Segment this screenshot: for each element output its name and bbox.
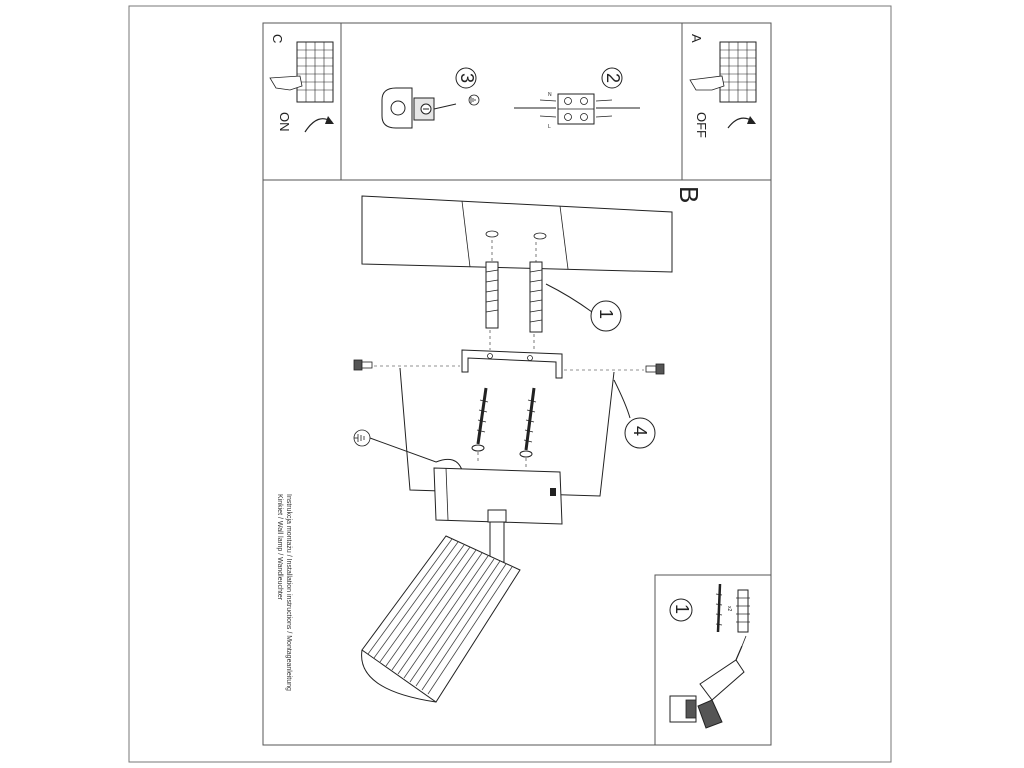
panel-c-state: ON xyxy=(277,112,292,132)
ground-lug-icon xyxy=(381,87,435,129)
hand-icon xyxy=(689,75,725,91)
mounting-bracket xyxy=(461,349,563,379)
step-anchors-number: 1 xyxy=(596,309,616,319)
breaker-box-icon xyxy=(719,41,757,103)
page-frame xyxy=(128,5,892,763)
panel-b-letter: B xyxy=(674,186,704,203)
panel-a: A OFF xyxy=(681,22,772,181)
lamp-arm xyxy=(487,509,507,563)
panel-a-letter: A xyxy=(689,34,704,43)
parts-quantity: x2 xyxy=(726,606,732,612)
drill-icon xyxy=(669,635,747,729)
ground-symbol-icon xyxy=(468,94,480,106)
terminal-neutral-label: N xyxy=(548,92,552,98)
screw-icon xyxy=(353,359,373,371)
step-ground-number: 3 xyxy=(457,73,477,83)
wall-plug-icon xyxy=(485,261,499,329)
ground-symbol-icon xyxy=(353,429,371,447)
screw-icon xyxy=(645,363,665,375)
step-parts-number: 1 xyxy=(672,604,692,614)
hand-icon xyxy=(269,75,303,91)
caption-line-2: Kinkiet / Wall lamp / Wandleuchter xyxy=(276,494,283,601)
step-wiring-number: 2 xyxy=(603,73,623,83)
terminal-live-label: L xyxy=(548,124,551,130)
wall-slab xyxy=(361,195,673,273)
step-ground: 3 xyxy=(381,67,480,129)
wall-plug-icon xyxy=(529,261,543,333)
panel-c-letter: C xyxy=(270,34,285,43)
lamp-shade xyxy=(361,535,521,703)
terminal-block-icon xyxy=(514,93,640,125)
long-screw-icon xyxy=(471,387,489,452)
panel-a-state: OFF xyxy=(694,112,709,138)
step-mounting-number: 4 xyxy=(630,426,650,436)
lamp-base xyxy=(433,467,563,525)
breaker-box-icon xyxy=(296,41,334,103)
panel-c: C ON xyxy=(262,22,342,181)
parts-panel: 1 x2 xyxy=(654,574,772,746)
wall-plug-icon xyxy=(736,589,750,633)
caption-line-1: Instrukcja montażu / Installation instru… xyxy=(285,494,292,691)
sheet-border xyxy=(262,22,772,746)
step-wiring: 2 N L xyxy=(514,67,640,130)
long-screw-icon xyxy=(519,387,537,458)
screw-icon xyxy=(715,583,723,633)
